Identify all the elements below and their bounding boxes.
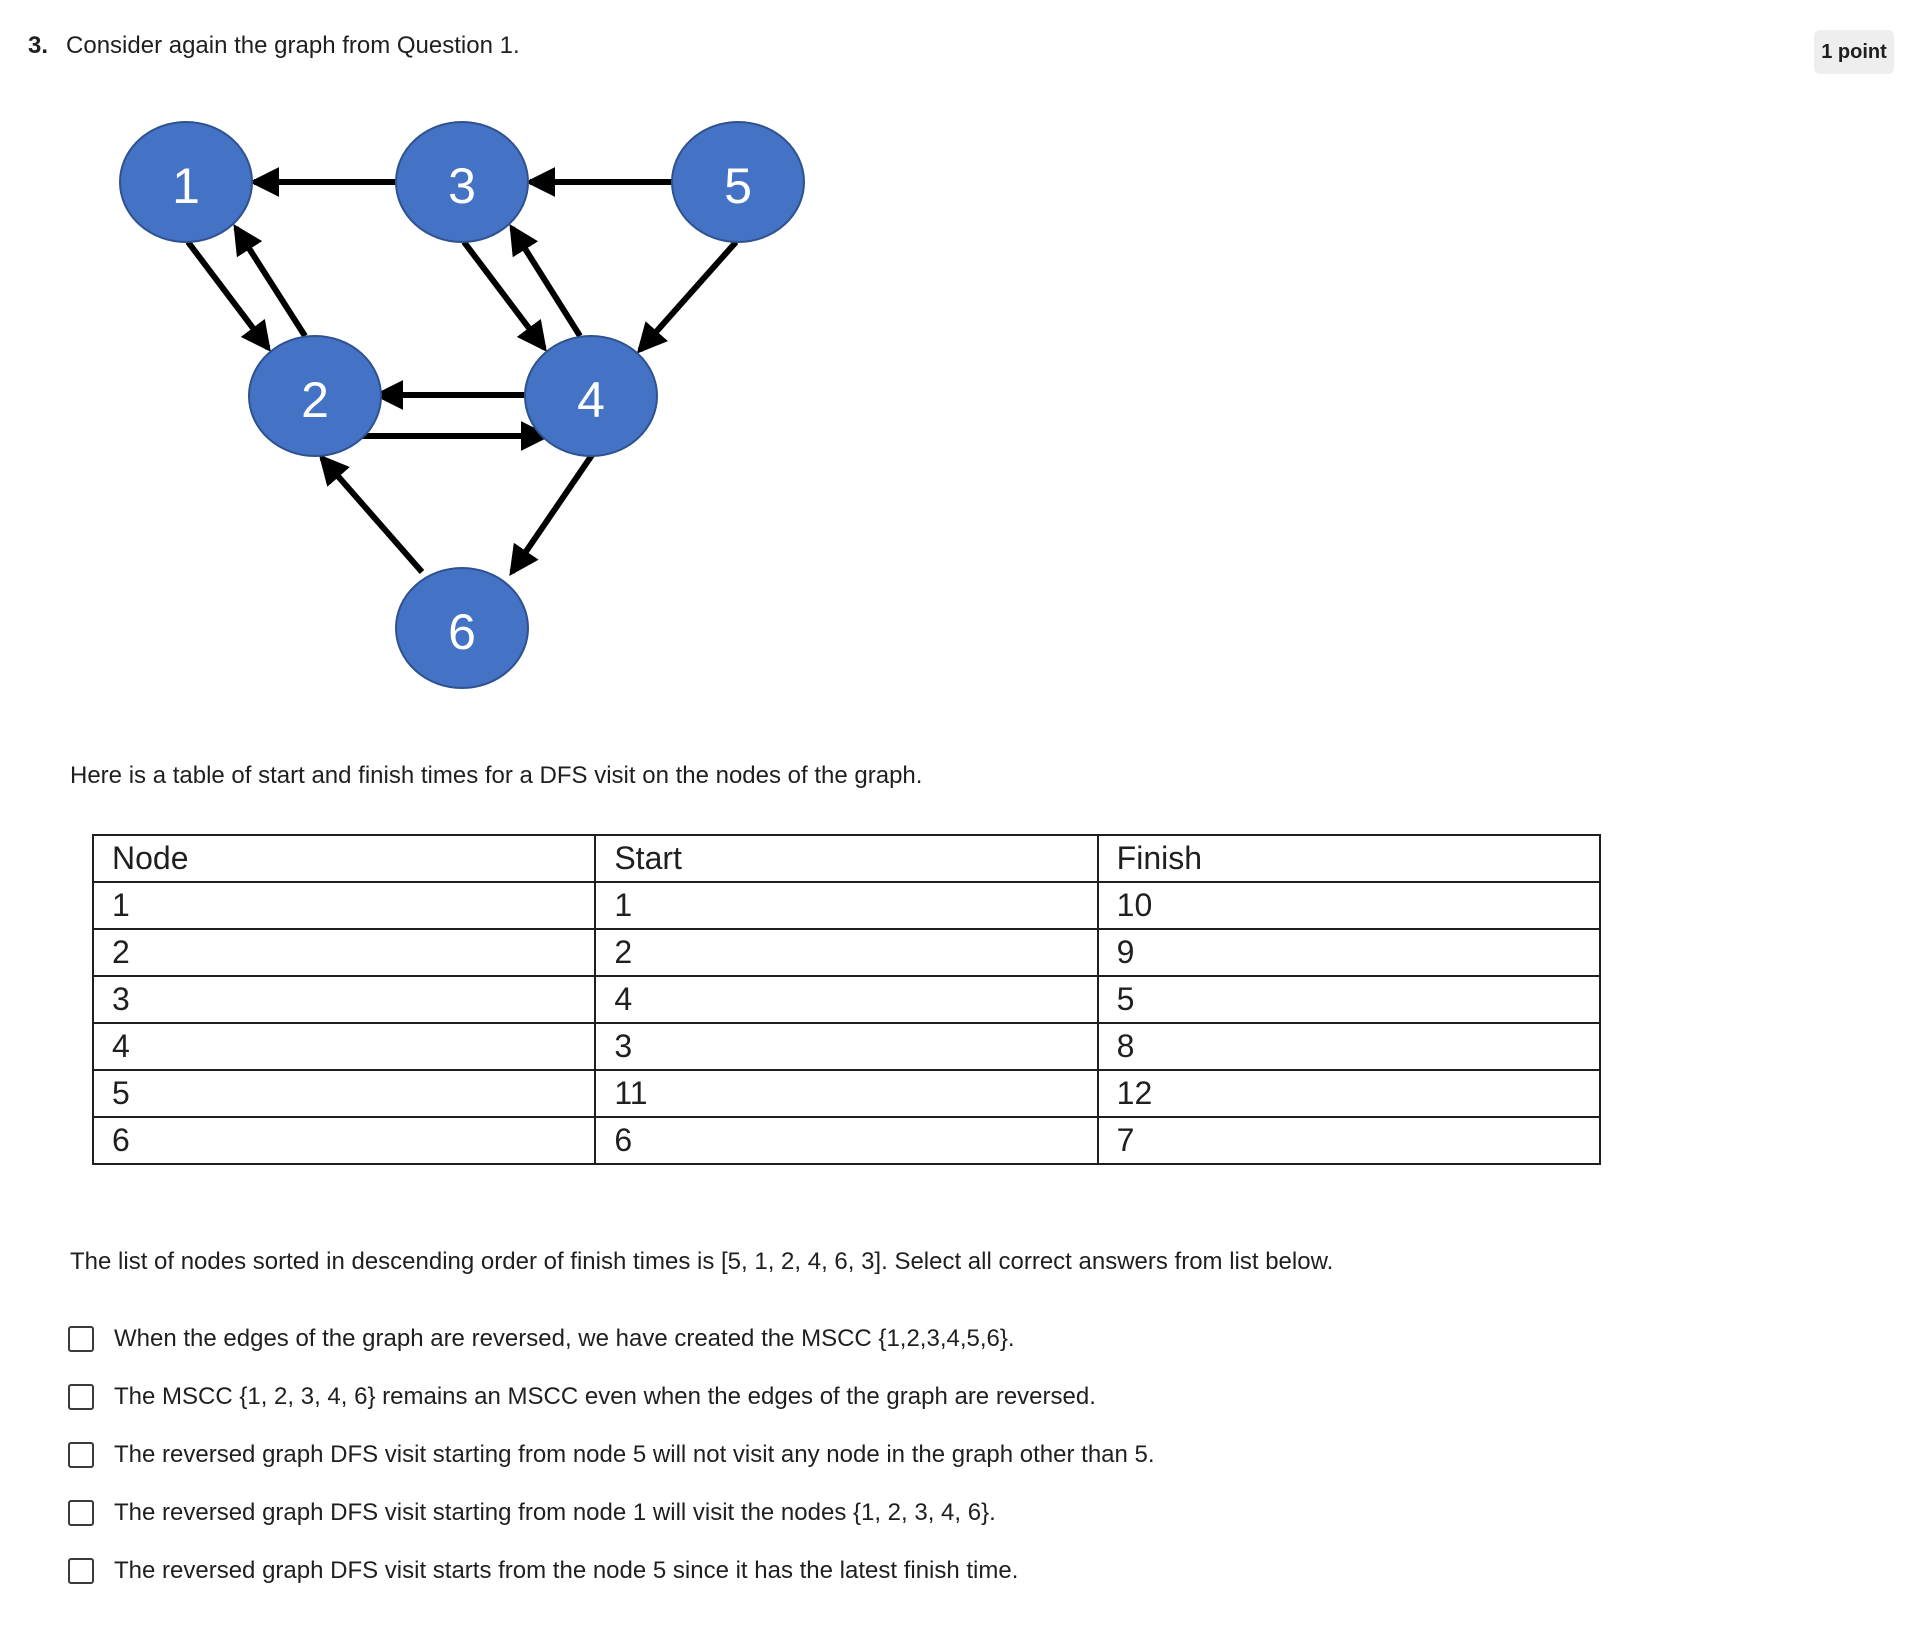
cell-node: 3 <box>91 975 597 1024</box>
table-row: 3 4 5 <box>91 975 1602 1024</box>
cell-finish: 7 <box>1096 1116 1602 1165</box>
cell-finish: 12 <box>1096 1069 1602 1118</box>
question-title: Consider again the graph from Question 1… <box>66 32 520 59</box>
table-row: 1 1 10 <box>91 881 1602 930</box>
graph-node-5: 5 <box>671 121 805 243</box>
node-label-6: 6 <box>448 604 476 660</box>
checkbox-icon[interactable] <box>68 1326 94 1352</box>
option-label: When the edges of the graph are reversed… <box>114 1325 1015 1352</box>
question-number: 3. <box>28 32 49 59</box>
graph-node-6: 6 <box>395 567 529 689</box>
checkbox-icon[interactable] <box>68 1384 94 1410</box>
edge-4-to-6 <box>509 453 595 576</box>
checkbox-icon[interactable] <box>68 1500 94 1526</box>
intro-text: Here is a table of start and finish time… <box>70 762 923 789</box>
table-row: 6 6 7 <box>91 1116 1602 1165</box>
directed-graph: 1 3 5 2 4 6 <box>119 121 805 689</box>
table-row: 4 3 8 <box>91 1022 1602 1071</box>
answer-option-3[interactable]: The reversed graph DFS visit starting fr… <box>68 1426 1155 1484</box>
cell-node: 4 <box>91 1022 597 1071</box>
cell-finish: 10 <box>1096 881 1602 930</box>
option-label: The MSCC {1, 2, 3, 4, 6} remains an MSCC… <box>114 1383 1096 1410</box>
points-badge: 1 point <box>1814 30 1894 74</box>
option-label: The reversed graph DFS visit starting fr… <box>114 1499 996 1526</box>
edge-6-to-2 <box>318 454 425 574</box>
edge-1-to-2 <box>185 240 271 352</box>
cell-finish: 5 <box>1096 975 1602 1024</box>
question-prompt: The list of nodes sorted in descending o… <box>70 1248 1334 1275</box>
node-label-2: 2 <box>301 372 329 428</box>
question-header: 3. Consider again the graph from Questio… <box>28 32 520 60</box>
checkbox-icon[interactable] <box>68 1442 94 1468</box>
graph-node-3: 3 <box>395 121 529 243</box>
answer-option-2[interactable]: The MSCC {1, 2, 3, 4, 6} remains an MSCC… <box>68 1368 1155 1426</box>
cell-start: 1 <box>594 881 1099 930</box>
cell-start: 6 <box>594 1116 1099 1165</box>
answer-options: When the edges of the graph are reversed… <box>68 1310 1155 1600</box>
header-start: Start <box>594 834 1099 883</box>
cell-node: 1 <box>91 881 597 930</box>
graph-node-4: 4 <box>524 335 658 457</box>
cell-start: 2 <box>594 928 1099 977</box>
table-row: 2 2 9 <box>91 928 1602 977</box>
cell-node: 6 <box>91 1116 597 1165</box>
edge-2-to-1 <box>233 223 308 338</box>
node-label-1: 1 <box>172 158 200 214</box>
graph-node-2: 2 <box>248 335 382 457</box>
header-node: Node <box>91 834 597 883</box>
table-header-row: Node Start Finish <box>91 834 1602 883</box>
cell-finish: 9 <box>1096 928 1602 977</box>
node-label-3: 3 <box>448 158 476 214</box>
dfs-times-table: Node Start Finish 1 1 10 2 2 9 3 4 5 4 3… <box>91 834 1602 1165</box>
option-label: The reversed graph DFS visit starting fr… <box>114 1441 1155 1468</box>
answer-option-1[interactable]: When the edges of the graph are reversed… <box>68 1310 1155 1368</box>
answer-option-4[interactable]: The reversed graph DFS visit starting fr… <box>68 1484 1155 1542</box>
checkbox-icon[interactable] <box>68 1558 94 1584</box>
answer-option-5[interactable]: The reversed graph DFS visit starts from… <box>68 1542 1155 1600</box>
edge-5-to-4 <box>636 240 739 354</box>
graph-node-1: 1 <box>119 121 253 243</box>
node-label-4: 4 <box>577 372 605 428</box>
node-label-5: 5 <box>724 158 752 214</box>
cell-start: 11 <box>594 1069 1099 1118</box>
cell-node: 2 <box>91 928 597 977</box>
edge-4-to-3 <box>509 223 583 338</box>
cell-start: 4 <box>594 975 1099 1024</box>
cell-start: 3 <box>594 1022 1099 1071</box>
edge-3-to-4 <box>461 240 547 352</box>
table-row: 5 11 12 <box>91 1069 1602 1118</box>
cell-finish: 8 <box>1096 1022 1602 1071</box>
cell-node: 5 <box>91 1069 597 1118</box>
option-label: The reversed graph DFS visit starts from… <box>114 1557 1019 1584</box>
header-finish: Finish <box>1096 834 1602 883</box>
